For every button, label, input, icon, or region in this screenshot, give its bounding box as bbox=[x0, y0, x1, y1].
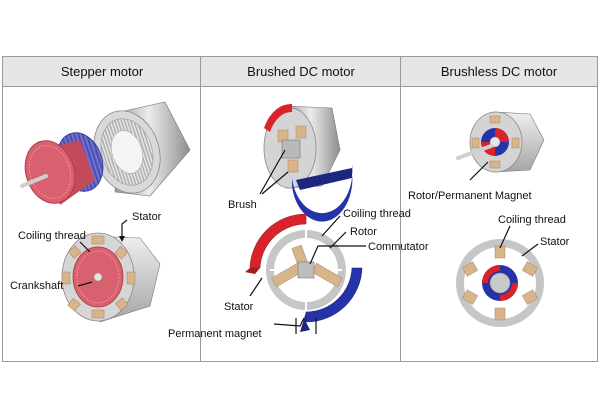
motor-comparison-table: Stepper motor Brushed DC motor Brushless… bbox=[2, 56, 598, 362]
stepper-assembled-view bbox=[61, 219, 161, 323]
label-coiling-thread: Coiling thread bbox=[498, 214, 566, 226]
leader-coiling-thread bbox=[499, 225, 511, 249]
header-brushed-dc-motor: Brushed DC motor bbox=[201, 57, 401, 87]
label-stator: Stator bbox=[132, 211, 162, 223]
column-divider bbox=[400, 57, 401, 361]
leader-rotor bbox=[329, 231, 347, 249]
header-stepper-motor: Stepper motor bbox=[3, 57, 201, 87]
leader-commutator bbox=[309, 245, 366, 265]
brushless-exploded-view bbox=[456, 225, 544, 327]
column-divider bbox=[200, 57, 201, 361]
brushed-exploded-view bbox=[245, 213, 366, 334]
label-coiling-thread: Coiling thread bbox=[343, 208, 411, 220]
label-permanent-magnet: Permanent magnet bbox=[168, 328, 262, 340]
label-coiling-thread: Coiling thread bbox=[18, 230, 86, 242]
brushless-assembled-view bbox=[456, 111, 545, 181]
stepper-exploded-view bbox=[20, 101, 191, 205]
brushed-assembled-view bbox=[259, 103, 353, 222]
label-stator: Stator bbox=[540, 236, 570, 248]
leader-rotor-magnet bbox=[469, 161, 489, 181]
label-commutator: Commutator bbox=[368, 241, 429, 253]
header-brushless-dc-motor: Brushless DC motor bbox=[401, 57, 597, 87]
label-rotor-permanent-magnet: Rotor/Permanent Magnet bbox=[408, 190, 532, 202]
leader-coiling-thread bbox=[79, 241, 91, 253]
leader-stator bbox=[121, 219, 128, 236]
leader-crankshaft bbox=[77, 281, 93, 287]
label-rotor: Rotor bbox=[350, 226, 377, 238]
leader-brush bbox=[259, 149, 286, 195]
leader-coiling-thread bbox=[321, 215, 341, 237]
leader-stator bbox=[521, 243, 539, 257]
label-crankshaft: Crankshaft bbox=[10, 280, 64, 292]
label-stator: Stator bbox=[224, 301, 254, 313]
leader-permanent-magnet bbox=[273, 317, 305, 327]
leader-stator bbox=[249, 277, 263, 297]
label-brush: Brush bbox=[228, 199, 257, 211]
